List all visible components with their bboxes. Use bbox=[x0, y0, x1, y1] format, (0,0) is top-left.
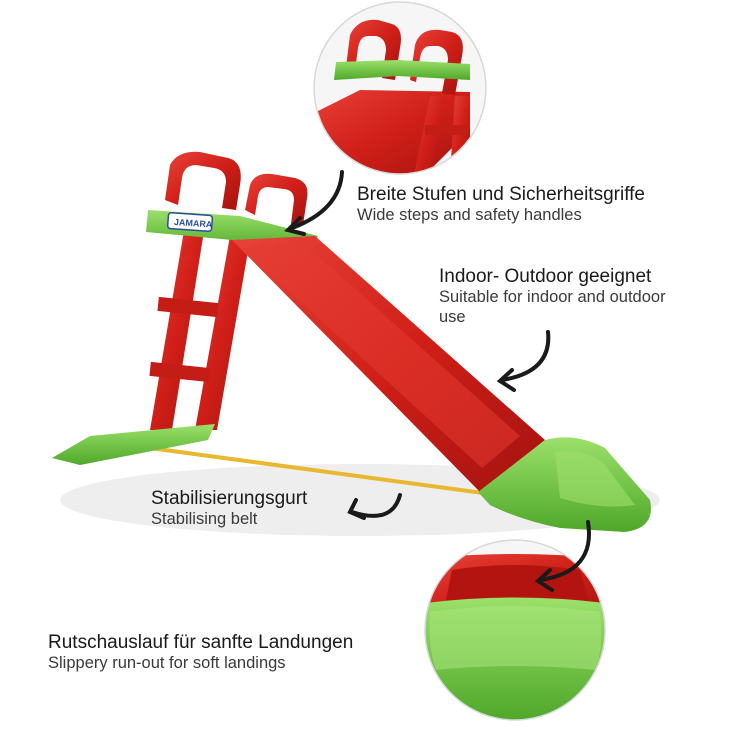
caption-runout: Rutschauslauf für sanfte Landungen Slipp… bbox=[48, 632, 353, 674]
caption-belt-en: Stabilising belt bbox=[151, 510, 258, 529]
ladder-foot bbox=[52, 424, 215, 465]
stabilising-belt bbox=[149, 446, 506, 498]
caption-runout-en: Slippery run-out for soft landings bbox=[48, 654, 286, 673]
caption-steps-handles: Breite Stufen und Sicherheitsgriffe Wide… bbox=[357, 184, 645, 226]
arrow-runout-head-icon bbox=[534, 568, 554, 592]
detail-runout-circle bbox=[424, 539, 606, 721]
jamara-logo-badge bbox=[166, 211, 214, 233]
caption-indoor-de: Indoor- Outdoor geeignet bbox=[439, 266, 652, 287]
slide-chute bbox=[232, 236, 651, 532]
caption-steps-de: Breite Stufen und Sicherheitsgriffe bbox=[357, 184, 645, 205]
arrow-belt-head-icon bbox=[347, 498, 366, 520]
jamara-logo-text: JAMARA bbox=[174, 217, 214, 230]
caption-indoor-en: Suitable for indoor and outdoor use bbox=[439, 288, 666, 326]
arrow-indoor-head-icon bbox=[496, 368, 516, 392]
arrows bbox=[284, 170, 591, 592]
caption-runout-de: Rutschauslauf für sanfte Landungen bbox=[48, 632, 354, 653]
caption-steps-en: Wide steps and safety handles bbox=[357, 206, 582, 225]
caption-stabilising-belt: Stabilisierungsgurt Stabilising belt bbox=[151, 488, 307, 530]
caption-belt-de: Stabilisierungsgurt bbox=[151, 488, 308, 509]
arrow-steps-icon bbox=[290, 170, 344, 230]
arrow-runout-icon bbox=[538, 520, 591, 582]
caption-indoor-outdoor: Indoor- Outdoor geeignet Suitable for in… bbox=[439, 266, 669, 327]
arrow-steps-head-icon bbox=[284, 216, 306, 236]
arrow-indoor-icon bbox=[500, 330, 551, 382]
ladder: JAMARA bbox=[52, 151, 318, 465]
detail-handles-circle bbox=[313, 1, 487, 175]
